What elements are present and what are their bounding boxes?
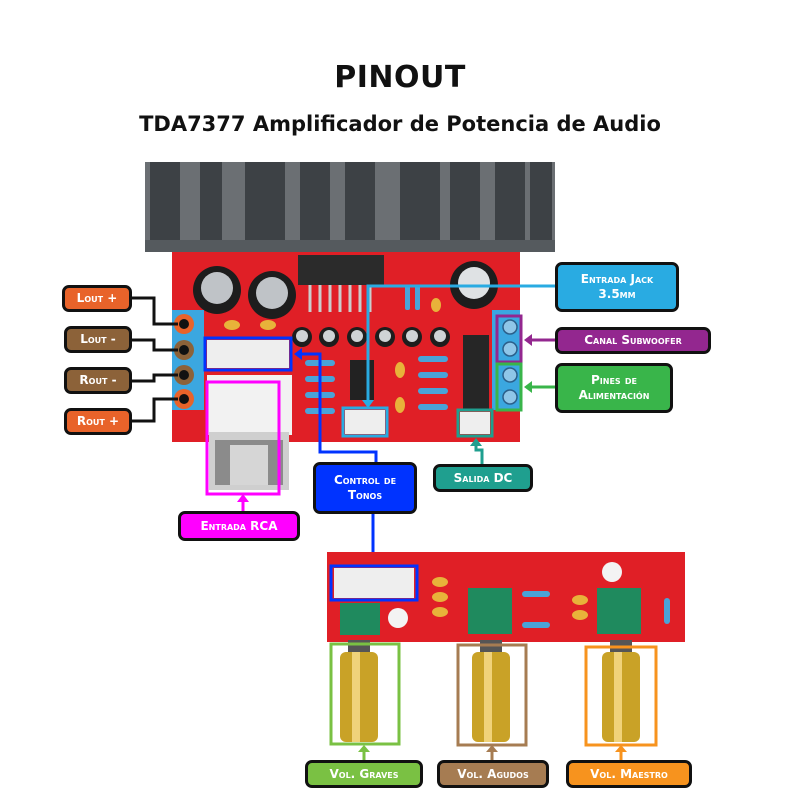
tone-board-connector-highlight [329, 564, 419, 602]
label-pines-alimentacion-line1: Pines de [591, 373, 637, 387]
label-canal-subwoofer: Canal Subwoofer [555, 327, 711, 354]
dc-output-connector [460, 412, 490, 434]
dc-out-highlight [456, 408, 494, 438]
label-pines-alimentacion: Pines de Alimentación [555, 363, 673, 413]
main-pcb [172, 252, 520, 490]
power-highlight [495, 362, 523, 412]
tone-connector-main [207, 340, 289, 368]
label-vol-maestro: Vol. Maestro [566, 760, 692, 788]
label-rout-plus-text: Rout + [76, 414, 120, 428]
label-rout-plus: Rout + [64, 408, 132, 435]
knob-graves [340, 640, 378, 742]
label-lout-minus-text: Lout - [80, 332, 116, 346]
label-entrada-jack-line1: Entrada Jack [580, 272, 654, 286]
output-leader-lines [130, 296, 178, 423]
heatsink [145, 162, 555, 252]
label-vol-agudos-text: Vol. Agudos [457, 766, 529, 781]
label-salida-dc-text: Salida DC [453, 470, 513, 485]
output-pins [174, 314, 194, 409]
label-vol-maestro-text: Vol. Maestro [590, 766, 668, 781]
tda7377-chip [298, 255, 384, 285]
label-pines-alimentacion-line2: Alimentación [578, 388, 650, 402]
label-lout-minus: Lout - [64, 326, 132, 353]
label-rout-minus-text: Rout - [79, 373, 117, 387]
subwoofer-highlight [495, 314, 523, 364]
label-entrada-rca: Entrada RCA [178, 511, 300, 541]
page-subtitle: TDA7377 Amplificador de Potencia de Audi… [139, 112, 661, 136]
label-vol-graves-text: Vol. Graves [329, 766, 399, 781]
graves-highlight [329, 642, 401, 746]
label-lout-plus: Lout + [62, 285, 132, 312]
label-entrada-jack-line2: 3.5mm [598, 287, 636, 301]
tone-connector-board2 [334, 568, 414, 598]
tone-connector-highlight [203, 336, 293, 372]
op-amp-chip [350, 360, 374, 400]
power-jack [463, 335, 489, 410]
label-salida-dc: Salida DC [433, 464, 533, 492]
knob-maestro [602, 640, 640, 742]
capacitors-small [292, 327, 450, 347]
label-vol-agudos: Vol. Agudos [437, 760, 549, 788]
label-lout-plus-text: Lout + [76, 291, 118, 305]
label-entrada-rca-text: Entrada RCA [200, 518, 278, 533]
page-title: PINOUT [334, 60, 466, 95]
knobs [340, 640, 640, 742]
jack-highlight [341, 406, 389, 438]
label-entrada-jack: Entrada Jack 3.5mm [555, 262, 679, 312]
jack-input-connector [345, 410, 385, 434]
label-rout-minus: Rout - [64, 367, 132, 394]
tone-pcb [327, 552, 685, 642]
label-vol-graves: Vol. Graves [305, 760, 423, 788]
resistors [305, 285, 448, 414]
label-control-tonos-line1: Control de [333, 473, 397, 487]
label-control-tonos: Control de Tonos [313, 462, 417, 514]
knob-agudos [472, 640, 510, 742]
label-control-tonos-line2: Tonos [347, 488, 383, 502]
label-canal-subwoofer-text: Canal Subwoofer [584, 333, 682, 347]
